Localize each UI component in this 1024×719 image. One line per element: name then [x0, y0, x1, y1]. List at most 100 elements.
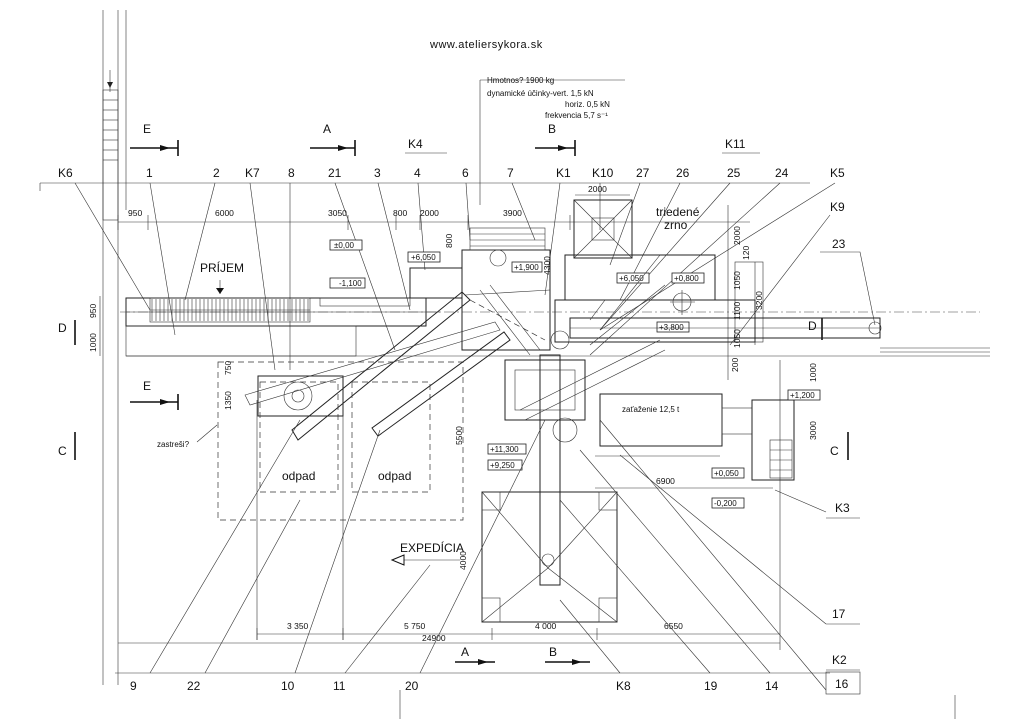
website-text: www.ateliersykora.sk: [429, 39, 543, 51]
label-17: 17: [832, 607, 846, 621]
note-zatazenie: zaťaženie 12,5 t: [622, 405, 680, 414]
label-K9: K9: [830, 200, 845, 214]
dim-6900: 6900: [656, 476, 675, 486]
label-expedicia: EXPEDÍCIA: [400, 540, 464, 555]
waste-bins: odpad odpad zastreši? 5500: [157, 361, 464, 521]
conveyor-K9: [569, 317, 990, 353]
right-building: +6,050 +0,800 +3,800 2000 120 1050 1100 …: [554, 205, 764, 380]
level-1100: -1,100: [339, 279, 362, 288]
label-4: 4: [414, 166, 421, 180]
dimension-chain-top: 950 6000 3050 800 2000 3900 2000: [117, 184, 750, 230]
label-25: 25: [727, 166, 741, 180]
label-K10: K10: [592, 166, 614, 180]
pre-cleaner: 750 1350: [223, 361, 344, 417]
dim-950-left: 950: [88, 304, 98, 318]
section-C-right: C: [830, 444, 839, 458]
level-0200: -0,200: [714, 499, 737, 508]
section-B-bottom: B: [549, 645, 557, 659]
frame-lines: [102, 10, 956, 719]
label-zastresi: zastreši?: [157, 440, 190, 449]
dim-6000: 6000: [215, 208, 234, 218]
label-K4: K4: [408, 137, 423, 151]
level-11300: +11,300: [490, 445, 519, 454]
intake-grate: [151, 299, 309, 321]
label-K3: K3: [835, 501, 850, 515]
dim-120: 120: [741, 246, 751, 260]
dim-3350: 3 350: [287, 621, 309, 631]
label-zrno: zrno: [664, 218, 688, 232]
right-labels: K3 17 K2 16: [599, 419, 861, 695]
level-1900: +1,900: [514, 263, 539, 272]
section-B-top: B: [548, 122, 556, 136]
level-9250: +9,250: [490, 461, 515, 470]
section-E-mid: E: [143, 379, 151, 393]
label-prijem: PRÍJEM: [200, 260, 244, 275]
label-7: 7: [507, 166, 514, 180]
dim-1100: 1100: [732, 301, 742, 320]
label-K1: K1: [556, 166, 571, 180]
label-19: 19: [704, 679, 718, 693]
label-24: 24: [775, 166, 789, 180]
label-odpad-1: odpad: [282, 469, 315, 483]
level-6050-a: +6,050: [411, 253, 436, 262]
label-K5: K5: [830, 166, 845, 180]
level-3800: +3,800: [659, 323, 684, 332]
dim-800-vert: 800: [444, 234, 454, 248]
expedition-silo-K8: 4000: [458, 491, 618, 623]
label-K2: K2: [832, 653, 847, 667]
dim-3000: 3000: [808, 421, 818, 440]
level-1200: +1,200: [790, 391, 815, 400]
label-9: 9: [130, 679, 137, 693]
label-K11: K11: [725, 137, 746, 151]
top-labels: K6 1 2 K7 8 21 3 K4 4 6 7 K1 K10 27 26 K…: [58, 137, 846, 251]
label-3: 3: [374, 166, 381, 180]
note-weight: Hmotnos? 1900 kg: [487, 76, 554, 85]
label-21: 21: [328, 166, 342, 180]
label-10: 10: [281, 679, 295, 693]
level-000: ±0,00: [334, 241, 355, 250]
label-triedene: triedené: [656, 205, 700, 219]
label-16: 16: [835, 677, 849, 691]
dim-800: 800: [393, 208, 407, 218]
dim-1000-right: 1000: [808, 363, 818, 382]
dim-4300: 4300: [542, 256, 552, 275]
diagonal-conveyors: [244, 254, 666, 441]
label-odpad-2: odpad: [378, 469, 411, 483]
top-label-row: [39, 182, 810, 191]
dim-5500: 5500: [454, 426, 464, 445]
label-27: 27: [636, 166, 650, 180]
sorted-grain-bin: triedené zrno: [573, 199, 700, 259]
level-6050-b: +6,050: [619, 274, 644, 283]
label-K8: K8: [616, 679, 631, 693]
dryer-K3: zaťaženie 12,5 t +1,200 +0,050 -0,200 10…: [595, 363, 821, 509]
label-26: 26: [676, 166, 690, 180]
label-1: 1: [146, 166, 153, 180]
dim-5750: 5 750: [404, 621, 426, 631]
dim-1050: 1050: [732, 271, 742, 290]
receiving-conveyor: PRÍJEM -1,100 ±0,00 950 1000: [88, 239, 990, 357]
dim-200: 200: [730, 358, 740, 372]
dimension-chain-bottom: 3 350 5 750 4 000 6550 24900: [118, 360, 781, 650]
dim-2000-b: 2000: [588, 184, 607, 194]
label-2: 2: [213, 166, 220, 180]
section-D-left: D: [58, 321, 67, 335]
section-A-bottom: A: [461, 645, 469, 659]
dim-3200: 3200: [754, 291, 764, 310]
dim-750: 750: [223, 361, 233, 375]
expedition-direction: EXPEDÍCIA: [390, 540, 464, 566]
dim-1350: 1350: [223, 391, 233, 410]
label-23: 23: [832, 237, 846, 251]
dim-3050: 3050: [328, 208, 347, 218]
dim-6550: 6550: [664, 621, 683, 631]
section-marks: E A B D D E C C A B: [58, 122, 849, 665]
note-frequency: frekvencia 5,7 s⁻¹: [545, 111, 608, 120]
central-bucket-elevator: +11,300 +9,250: [487, 354, 586, 586]
dim-4000: 4000: [458, 551, 468, 570]
central-tower: +6,050 800 +1,900 4300: [407, 227, 570, 351]
section-D-right: D: [808, 319, 817, 333]
bottom-labels: 9 22 10 11 20 K8 19 14: [115, 419, 830, 693]
note-dynamic-vert: dynamické účinky-vert. 1,5 kN: [487, 89, 594, 98]
dim-3900: 3900: [503, 208, 522, 218]
section-C-left: C: [58, 444, 67, 458]
